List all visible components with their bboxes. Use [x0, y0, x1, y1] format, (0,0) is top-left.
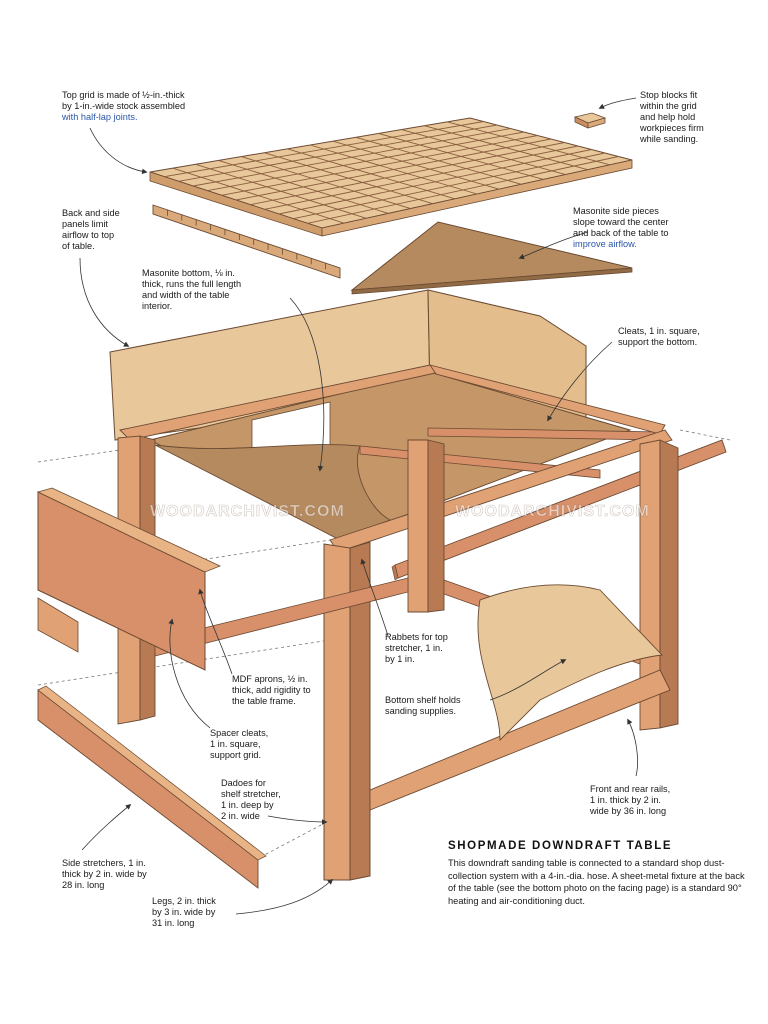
- callout-cleats: Cleats, 1 in. square, support the bottom…: [618, 326, 700, 347]
- callout-rabbets: Rabbets for top stretcher, 1 in. by 1 in…: [385, 632, 448, 664]
- callout-back-side-panels: Back and side panels limit airflow to to…: [62, 208, 120, 251]
- callout-dadoes: Dadoes for shelf stretcher, 1 in. deep b…: [221, 778, 281, 821]
- caption-title: SHOPMADE DOWNDRAFT TABLE: [448, 840, 673, 852]
- callout-front-rear-rails: Front and rear rails, 1 in. thick by 2 i…: [590, 784, 671, 816]
- exploded-parts-left: [36, 487, 267, 889]
- stop-block: [573, 112, 607, 129]
- callout-top-grid: Top grid is made of ½-in.-thick by 1-in.…: [62, 90, 186, 122]
- watermark-right: WOODARCHIVIST.COM: [455, 503, 650, 521]
- callout-masonite-side: Masonite side pieces slope toward the ce…: [573, 206, 669, 249]
- top-grid: [149, 117, 633, 237]
- masonite-side-piece: [350, 221, 633, 295]
- callout-bottom-shelf: Bottom shelf holds sanding supplies.: [385, 695, 461, 716]
- callout-legs: Legs, 2 in. thick by 3 in. wide by 31 in…: [152, 896, 216, 928]
- leader-arrows: [79, 97, 638, 915]
- caption-body: This downdraft sanding table is connecte…: [448, 858, 745, 906]
- callout-stop-blocks: Stop blocks fit within the grid and help…: [640, 90, 704, 144]
- callout-masonite-bottom: Masonite bottom, ⅛ in. thick, runs the f…: [142, 268, 242, 311]
- callout-spacer-cleats: Spacer cleats, 1 in. square, support gri…: [210, 728, 269, 760]
- lower-rails-and-shelf: [154, 577, 671, 811]
- callout-side-stretchers: Side stretchers, 1 in. thick by 2 in. wi…: [62, 858, 147, 890]
- watermark-left: WOODARCHIVIST.COM: [150, 503, 345, 521]
- spacer-cleat-strip: [152, 204, 341, 279]
- callout-mdf-aprons: MDF aprons, ½ in. thick, add rigidity to…: [232, 674, 311, 706]
